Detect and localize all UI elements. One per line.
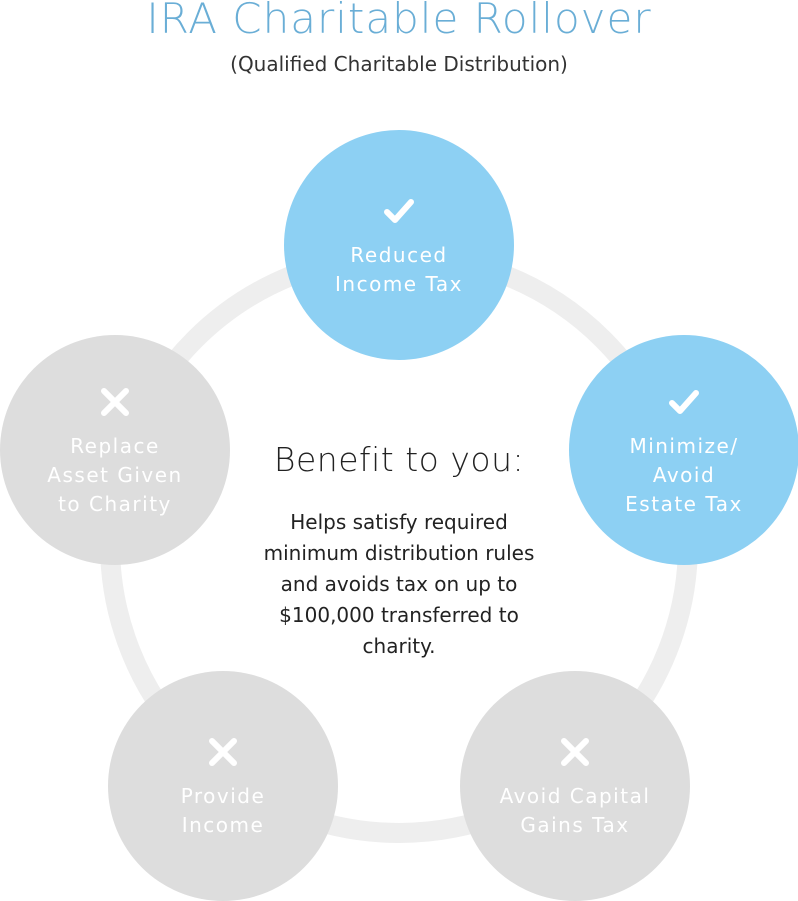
benefit-heading: Benefit to you:	[273, 440, 525, 479]
page-subtitle: (Qualified Charitable Distribution)	[230, 52, 568, 76]
benefit-description: Helps satisfy required minimum distribut…	[263, 510, 535, 658]
x-icon	[561, 738, 589, 766]
benefit-label: Replace Asset Given to Charity	[47, 433, 183, 516]
benefit-label: Reduced Income Tax	[335, 243, 463, 296]
benefit-minimize-estate-tax: Minimize/ Avoid Estate Tax	[569, 335, 798, 565]
x-icon	[101, 387, 129, 416]
page-title: IRA Charitable Rollover	[146, 0, 652, 43]
checkmark-icon	[384, 199, 414, 223]
benefit-avoid-capital-gains-tax: Avoid Capital Gains Tax	[460, 671, 690, 901]
benefit-reduced-income-tax: Reduced Income Tax	[284, 130, 514, 360]
benefit-label: Minimize/ Avoid Estate Tax	[625, 433, 743, 516]
benefit-label: Provide Income	[180, 784, 266, 837]
x-icon	[209, 738, 237, 766]
benefit-provide-income: Provide Income	[108, 671, 338, 901]
benefit-replace-asset: Replace Asset Given to Charity	[0, 335, 230, 565]
benefit-label: Avoid Capital Gains Tax	[499, 784, 651, 837]
checkmark-icon	[669, 389, 699, 414]
